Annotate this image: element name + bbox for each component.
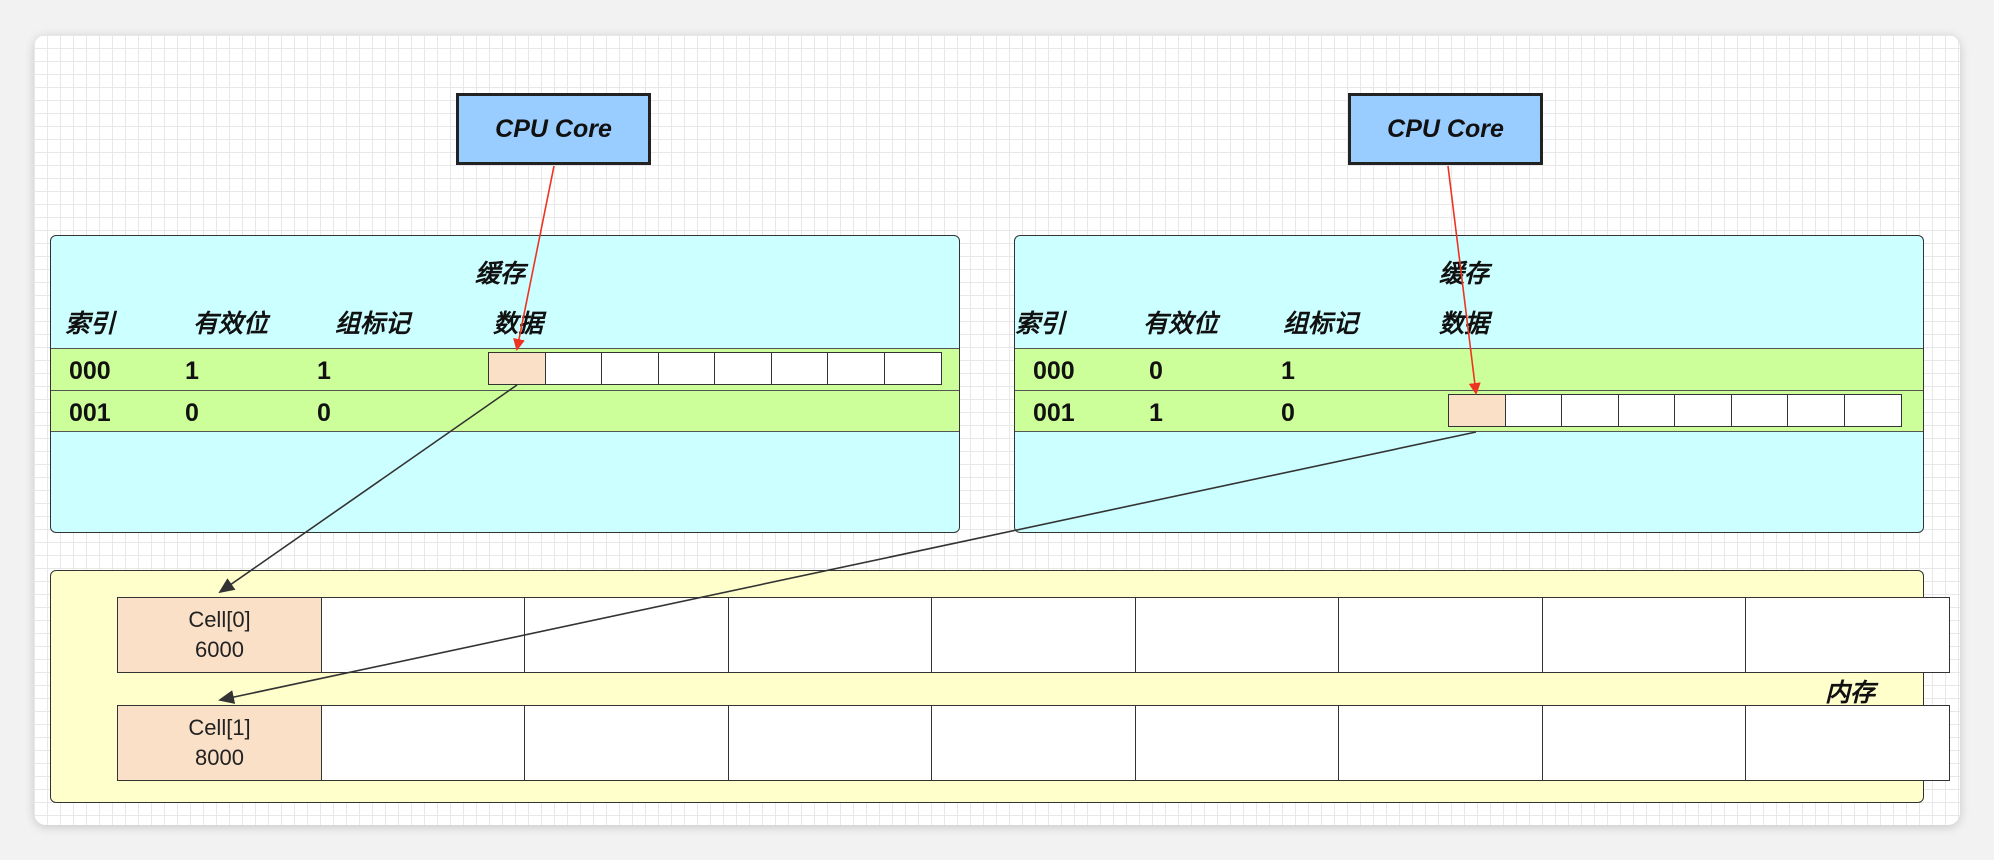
diagram-canvas: CPU Core CPU Core 缓存 索引 有效位 组标记 数据 000 1… — [34, 35, 1960, 825]
cache-left-title: 缓存 — [475, 260, 526, 288]
memory-cell-1-value: 8000 — [195, 745, 244, 770]
cache-left: 缓存 索引 有效位 组标记 数据 000 1 1 001 0 0 — [50, 235, 960, 533]
cache-left-line-000-index: 000 — [69, 357, 111, 385]
memory-cell — [727, 597, 933, 673]
cache-left-line-001-valid: 0 — [185, 399, 199, 427]
data-cell — [1448, 394, 1506, 427]
cpu-core-right-label: CPU Core — [1387, 114, 1504, 143]
cache-right-line-001: 001 1 0 — [1015, 390, 1923, 432]
cache-left-line-001-index: 001 — [69, 399, 111, 427]
cache-left-header-index: 索引 — [65, 310, 116, 338]
data-cell — [1617, 394, 1676, 427]
cache-right: 缓存 索引 有效位 组标记 数据 000 0 1 001 1 0 — [1014, 235, 1924, 533]
memory-cell — [931, 597, 1136, 673]
data-cell — [883, 352, 942, 385]
cache-left-header-tag: 组标记 — [335, 310, 411, 338]
cpu-core-left: CPU Core — [456, 93, 651, 165]
cache-right-line-001-data-block — [1448, 394, 1902, 427]
cache-left-line-000-valid: 1 — [185, 357, 199, 385]
memory-block: Cell[0] 6000 Cell[1] 8000 — [50, 570, 1950, 803]
data-cell — [544, 352, 603, 385]
memory-cell — [1134, 705, 1340, 781]
cache-right-title: 缓存 — [1439, 260, 1490, 288]
cache-right-line-001-valid: 1 — [1149, 399, 1163, 427]
data-cell — [714, 352, 772, 385]
cache-right-line-000: 000 0 1 — [1015, 348, 1923, 390]
cache-left-line-000: 000 1 1 — [51, 348, 959, 390]
cache-right-line-000-index: 000 — [1033, 357, 1075, 385]
cache-right-line-000-tag: 1 — [1281, 357, 1295, 385]
memory-cell-1: Cell[1] 8000 — [117, 705, 322, 781]
memory-cell — [1745, 705, 1950, 781]
memory-cell — [320, 705, 526, 781]
cache-left-line-000-data-block — [488, 352, 942, 385]
cpu-core-right: CPU Core — [1348, 93, 1543, 165]
memory-label: 内存 — [1825, 679, 1876, 707]
memory-cell — [524, 705, 729, 781]
memory-cell — [1745, 597, 1950, 673]
memory-cell — [1541, 597, 1747, 673]
memory-cell — [1338, 597, 1543, 673]
cache-right-line-001-tag: 0 — [1281, 399, 1295, 427]
cache-left-line-001: 001 0 0 — [51, 390, 959, 432]
cache-right-line-000-valid: 0 — [1149, 357, 1163, 385]
data-cell — [1843, 394, 1902, 427]
memory-cell — [1338, 705, 1543, 781]
cache-right-header-tag: 组标记 — [1283, 310, 1359, 338]
data-cell — [601, 352, 659, 385]
data-cell — [1504, 394, 1563, 427]
memory-cell-1-name: Cell[1] — [188, 715, 251, 740]
data-cell — [1787, 394, 1845, 427]
memory-cell — [1134, 597, 1340, 673]
data-cell — [1674, 394, 1732, 427]
memory-cell-0-name: Cell[0] — [188, 607, 251, 632]
memory-cell — [320, 597, 526, 673]
memory-cell-0-value: 6000 — [195, 637, 244, 662]
cache-right-header-index: 索引 — [1015, 310, 1066, 338]
memory-cell — [931, 705, 1136, 781]
memory-cell — [727, 705, 933, 781]
data-cell — [488, 352, 546, 385]
cache-left-header-valid: 有效位 — [193, 310, 269, 338]
memory-cell-0: Cell[0] 6000 — [117, 597, 322, 673]
cache-right-line-001-index: 001 — [1033, 399, 1075, 427]
data-cell — [657, 352, 716, 385]
memory-cell — [524, 597, 729, 673]
cache-right-header-valid: 有效位 — [1143, 310, 1219, 338]
data-cell — [827, 352, 885, 385]
cache-left-header-data: 数据 — [493, 310, 544, 338]
data-cell — [1561, 394, 1619, 427]
memory-cell — [1541, 705, 1747, 781]
data-cell — [770, 352, 829, 385]
cache-left-line-000-tag: 1 — [317, 357, 331, 385]
cache-right-header-data: 数据 — [1439, 310, 1490, 338]
cpu-core-left-label: CPU Core — [495, 114, 612, 143]
memory-row-0: Cell[0] 6000 — [117, 597, 1950, 673]
cache-left-line-001-tag: 0 — [317, 399, 331, 427]
data-cell — [1730, 394, 1789, 427]
memory-row-1: Cell[1] 8000 — [117, 705, 1950, 781]
